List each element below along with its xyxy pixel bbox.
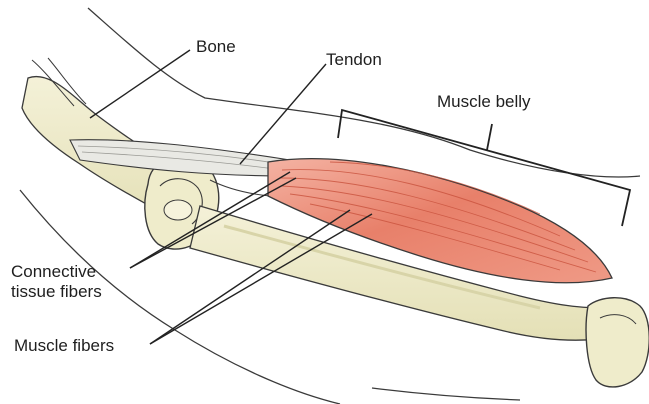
bone-leader — [90, 50, 190, 118]
connective-tissue-label: Connective tissue fibers — [11, 262, 102, 302]
tendon-leader — [240, 64, 326, 164]
muscle-fibers-label: Muscle fibers — [14, 336, 114, 356]
bone-label: Bone — [196, 37, 236, 57]
wrist-joint — [586, 298, 649, 387]
tendon-label: Tendon — [326, 50, 382, 70]
connective-label-line2: tissue fibers — [11, 282, 102, 302]
muscle-belly-label: Muscle belly — [437, 92, 531, 112]
connective-label-line1: Connective — [11, 262, 102, 282]
